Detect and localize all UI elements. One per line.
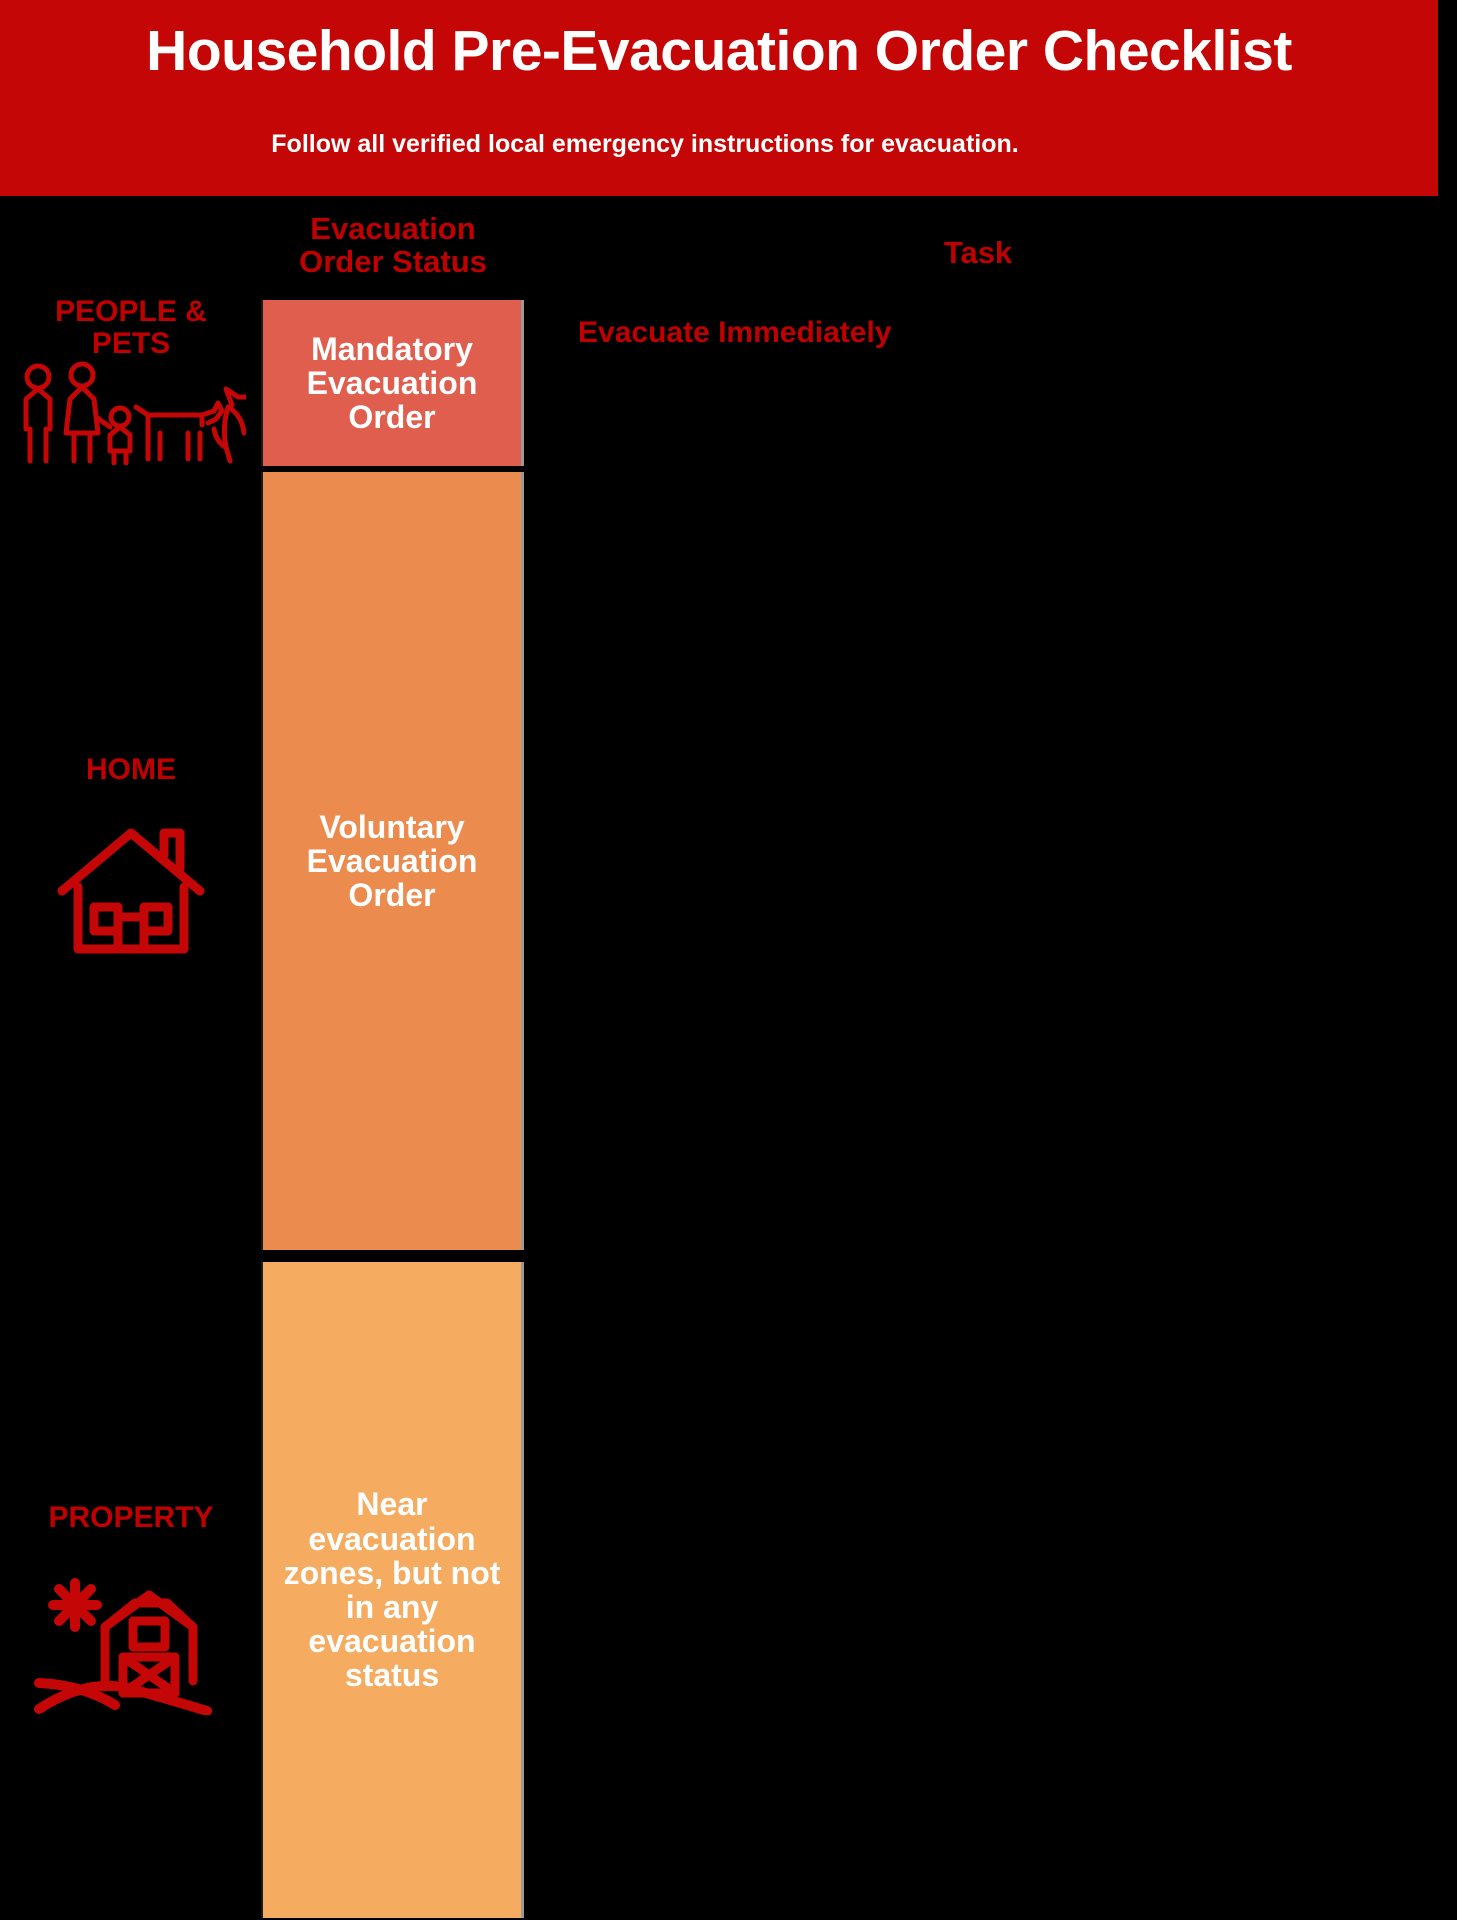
status-cell-near-evacuation-zones[interactable]: Near evacuation zones, but not in any ev… [261,1262,524,1918]
column-header-status-line2: Order Status [299,244,487,280]
row-label-people-line2: PETS [91,327,171,361]
cell-divider-2 [261,1250,527,1256]
family-and-pets-icon [6,350,256,470]
page-title: Household Pre-Evacuation Order Checklist [146,19,1292,83]
column-header-status-line1: Evacuation [310,211,476,246]
row-label-home: HOME [86,753,176,786]
task-text-people-and-pets: Evacuate Immediately [578,316,892,349]
status-cell-voluntary-evacuation-order[interactable]: Voluntary Evacuation Order [261,472,524,1250]
cell-divider-1 [261,466,527,472]
row-label-people-and-pets: PEOPLE & PETS [6,295,256,361]
header-banner: Household Pre-Evacuation Order Checklist… [0,0,1438,196]
row-label-people-line1: PEOPLE & [55,295,207,328]
barn-farm-icon [6,1560,256,1720]
column-header-evacuation-order-status: Evacuation Order Status [228,212,558,278]
house-icon [6,820,256,960]
page-subtitle: Follow all verified local emergency inst… [271,130,1019,158]
column-header-task: Task [943,235,1013,270]
row-label-property: PROPERTY [48,1501,214,1534]
status-cell-mandatory-evacuation-order[interactable]: Mandatory Evacuation Order [261,300,524,466]
